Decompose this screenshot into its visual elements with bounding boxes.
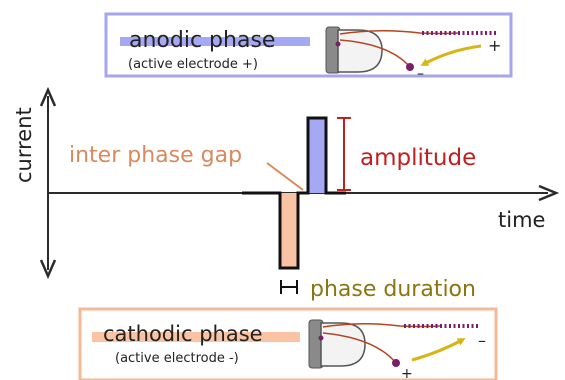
cathodic-electrode-housing bbox=[320, 322, 366, 367]
cathodic-box-frame bbox=[78, 307, 498, 380]
cathodic-subtitle: (active electrode -) bbox=[115, 351, 239, 366]
inter-phase-gap-annotation: inter phase gap bbox=[69, 143, 304, 191]
x-axis-label: time bbox=[498, 208, 545, 232]
axes: current time bbox=[12, 86, 560, 280]
anodic-title: anodic phase bbox=[129, 28, 275, 53]
cathodic-current-arrow bbox=[411, 338, 466, 362]
biphasic-pulse bbox=[242, 116, 346, 270]
anodic-electrode-illustration: + – bbox=[325, 26, 501, 82]
amplitude-label: amplitude bbox=[360, 145, 476, 171]
anodic-electrode-contact bbox=[335, 41, 341, 47]
y-axis-down-arrowhead bbox=[39, 259, 57, 280]
pulse-waveform bbox=[242, 116, 346, 270]
phase-duration-annotation: phase duration bbox=[280, 277, 476, 302]
cathodic-electrode-contact bbox=[318, 335, 324, 341]
anodic-current-arrow bbox=[420, 44, 482, 66]
anodic-phase-box: anodic phase (active electrode +) + – bbox=[104, 12, 513, 82]
anodic-title-highlight bbox=[120, 37, 310, 46]
cathodic-wire-bottom bbox=[322, 332, 397, 364]
anodic-wire-top bbox=[339, 29, 461, 35]
anodic-return-electrode bbox=[406, 63, 414, 71]
y-axis-label: current bbox=[12, 107, 36, 183]
amplitude-annotation: amplitude bbox=[337, 117, 476, 191]
cathodic-return-electrode bbox=[392, 359, 400, 367]
anodic-minus-sign: – bbox=[417, 66, 424, 82]
anodic-subtitle: (active electrode +) bbox=[128, 57, 258, 72]
cathodic-phase-box: cathodic phase (active electrode -) – + bbox=[78, 307, 498, 380]
cathodic-minus-sign: – bbox=[478, 331, 486, 350]
x-axis-arrowhead bbox=[538, 184, 560, 202]
anodic-electrode-housing bbox=[337, 29, 383, 73]
inter-phase-gap-label: inter phase gap bbox=[69, 143, 242, 168]
phase-duration-label: phase duration bbox=[310, 277, 476, 302]
cathodic-electrode-illustration: – + bbox=[308, 319, 486, 380]
inter-phase-gap-pointer bbox=[266, 162, 304, 191]
cathodic-plus-sign: + bbox=[401, 366, 413, 380]
cathodic-phase-fill bbox=[280, 193, 298, 268]
cathodic-title: cathodic phase bbox=[103, 322, 263, 346]
anodic-wire-bottom bbox=[339, 39, 411, 68]
cathodic-title-highlight bbox=[92, 332, 300, 342]
y-axis-up-arrowhead bbox=[39, 86, 57, 107]
anodic-phase-fill bbox=[308, 118, 326, 193]
anodic-plus-sign: + bbox=[488, 36, 501, 55]
